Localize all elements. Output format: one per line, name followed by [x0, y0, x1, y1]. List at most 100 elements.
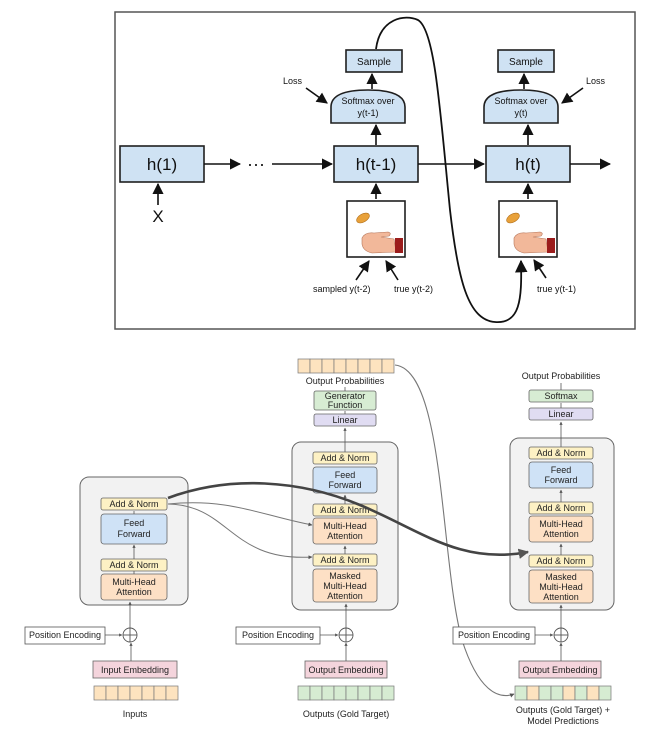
- sample-right-label: Sample: [509, 57, 543, 68]
- encoder-ffn-label-2: Forward: [117, 529, 150, 539]
- mixed-outputs-label-1: Outputs (Gold Target) +: [516, 705, 610, 715]
- encoder-mha-label-1: Multi-Head: [112, 577, 156, 587]
- sample-feedback-curve: [375, 16, 528, 323]
- sample-left-box: [345, 49, 403, 73]
- decoder2-output-embedding-label: Output Embedding: [522, 665, 597, 675]
- arrow-true-left: [385, 260, 399, 281]
- output-prob-tokens-gold: [297, 358, 395, 374]
- decoder2-mha-label-1: Multi-Head: [539, 519, 583, 529]
- loss-left-label: Loss: [283, 76, 303, 86]
- decoder2-masked-label-3: Attention: [543, 592, 579, 602]
- decoder1-ffn-label-2: Forward: [328, 480, 361, 490]
- decoder2-mha-label-2: Attention: [543, 529, 579, 539]
- prediction-feedback-curve: [394, 364, 515, 698]
- decoder1-add-norm-3-label: Add & Norm: [320, 555, 369, 565]
- ellipsis: ···: [247, 154, 265, 174]
- mixed-target-tokens: [514, 685, 612, 701]
- decoder1-output-probabilities-label: Output Probabilities: [306, 376, 385, 386]
- input-embedding: [92, 660, 178, 679]
- input-embedding-label: Input Embedding: [101, 665, 169, 675]
- decoder2-output-probabilities-label: Output Probabilities: [522, 371, 601, 381]
- decoder1-position-encoding: [235, 626, 321, 645]
- arrow-true-right: [533, 259, 547, 279]
- sleeve-icon: [395, 238, 403, 253]
- coin-icon: [506, 212, 520, 224]
- decoder2-linear-label: Linear: [548, 409, 573, 419]
- softmax-left-label-1: Softmax over: [341, 96, 394, 106]
- decoder1-add-norm-2-label: Add & Norm: [320, 505, 369, 515]
- gold-outputs-label: Outputs (Gold Target): [303, 709, 389, 719]
- decoder2-multi-head-attention: [528, 515, 594, 543]
- decoder1-feed-forward: [312, 466, 378, 494]
- sleeve-icon: [547, 238, 555, 253]
- decoder2-add-norm-3-label: Add & Norm: [536, 556, 585, 566]
- encoder-to-decoder1-thin: [167, 503, 313, 560]
- h-t-label: h(t): [515, 155, 541, 174]
- coin-flip-image-right: [498, 200, 558, 258]
- decoder2-add-norm-2-label: Add & Norm: [536, 503, 585, 513]
- decoder1-output-embedding-label: Output Embedding: [308, 665, 383, 675]
- softmax-right-label-1: Softmax over: [494, 96, 547, 106]
- h-t-minus-1-box: [333, 145, 419, 183]
- sample-right-box: [497, 49, 555, 73]
- hand-icon: [361, 231, 397, 254]
- h1-box: [119, 145, 205, 183]
- encoder-position-encoding: [24, 626, 106, 645]
- decoder-stack-gold: Output Probabilities Generator Function …: [235, 358, 399, 719]
- decoder2-masked-label-1: Masked: [545, 572, 577, 582]
- softmax-left-label-2: y(t-1): [358, 108, 379, 118]
- decoder-stack-sampled: Output Probabilities Softmax Linear Add …: [452, 371, 615, 726]
- encoder-to-decoder2-thick: [167, 481, 530, 559]
- softmax-right-label-2: y(t): [515, 108, 528, 118]
- input-tokens: [93, 685, 179, 701]
- hand-icon: [513, 231, 549, 254]
- input-x-label: X: [152, 207, 163, 226]
- encoder-add-norm-top: [100, 497, 168, 511]
- encoder-mha-label-2: Attention: [116, 587, 152, 597]
- softmax-left-shape: [330, 89, 406, 124]
- decoder1-mha-label-2: Attention: [327, 531, 363, 541]
- h1-label: h(1): [147, 155, 177, 174]
- encoder-ffn-label-1: Feed: [124, 518, 145, 528]
- sample-left-label: Sample: [357, 57, 391, 68]
- inputs-label: Inputs: [123, 709, 148, 719]
- arrow-loss-right: [561, 87, 584, 104]
- decoder1-add-norm-1-label: Add & Norm: [320, 453, 369, 463]
- encoder-to-decoder1-thin-2: [167, 502, 313, 527]
- encoder-add-norm-top-label: Add & Norm: [109, 499, 158, 509]
- encoder-stack: Add & Norm Feed Forward Add & Norm Multi…: [24, 476, 189, 719]
- arrow-loss-left: [305, 87, 328, 104]
- decoder1-linear-label: Linear: [332, 415, 357, 425]
- decoder1-masked-label-3: Attention: [327, 591, 363, 601]
- decoder1-position-encoding-label: Position Encoding: [242, 630, 314, 640]
- decoder2-feed-forward: [528, 461, 594, 489]
- loss-right-label: Loss: [586, 76, 606, 86]
- coin-icon: [356, 212, 370, 224]
- transformer-panel: Add & Norm Feed Forward Add & Norm Multi…: [24, 358, 615, 726]
- decoder2-position-encoding-label: Position Encoding: [458, 630, 530, 640]
- decoder2-softmax-label: Softmax: [544, 391, 578, 401]
- decoder2-output-embedding: [518, 660, 602, 679]
- mixed-outputs-label-2: Model Predictions: [527, 716, 599, 726]
- decoder2-masked-label-2: Multi-Head: [539, 582, 583, 592]
- decoder2-ffn-label-1: Feed: [551, 465, 572, 475]
- encoder-position-encoding-label: Position Encoding: [29, 630, 101, 640]
- decoder2-add-norm-1-label: Add & Norm: [536, 448, 585, 458]
- generator-label-1: Generator: [325, 391, 366, 401]
- softmax-right-shape: [483, 89, 559, 124]
- generator-label-2: Function: [328, 400, 363, 410]
- true-label-right: true y(t-1): [537, 284, 576, 294]
- decoder1-multi-head-attention: [312, 517, 378, 545]
- decoder1-add-norm-1: [312, 451, 378, 465]
- sampled-label: sampled y(t-2): [313, 284, 371, 294]
- decoder1-mha-label-1: Multi-Head: [323, 521, 367, 531]
- true-label-left: true y(t-2): [394, 284, 433, 294]
- scheduled-sampling-panel: h(1) ··· h(t-1) h(t) X Softmax over y(t-…: [114, 11, 636, 330]
- decoder1-masked-attention: [312, 568, 378, 603]
- decoder1-masked-label-1: Masked: [329, 571, 361, 581]
- gold-target-tokens: [297, 685, 395, 701]
- decoder2-add-norm-1: [528, 446, 594, 460]
- decoder2-position-encoding: [452, 626, 536, 645]
- encoder-add-norm-bottom-label: Add & Norm: [109, 560, 158, 570]
